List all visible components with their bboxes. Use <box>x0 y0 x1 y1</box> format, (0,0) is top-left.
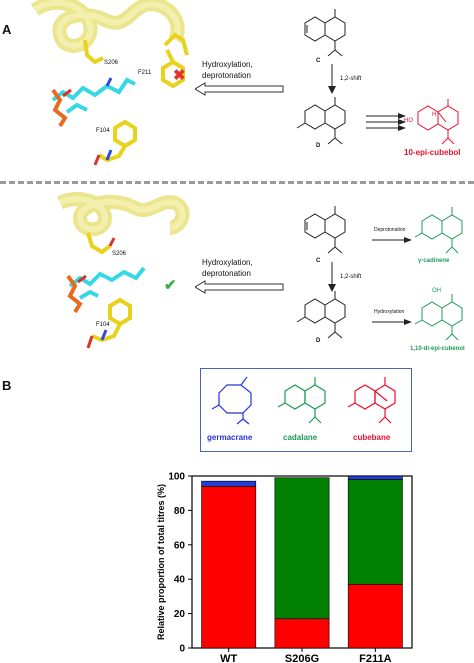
reaction-text-top-1: Hydroxylation, <box>202 60 253 69</box>
reaction-arrow-top <box>195 82 284 96</box>
bar-cubebane-F211A <box>347 584 403 649</box>
bar-cadalane-S206G <box>274 477 330 620</box>
product-cubebol-structure <box>417 99 459 145</box>
hydroxylation-label: Hydroxylation <box>374 309 405 315</box>
shift-arrow-bottom <box>328 262 336 292</box>
y-tick-label: 0 <box>179 644 185 655</box>
molecule-c-bottom <box>304 206 346 254</box>
product-label-cadinene: γ-cadinene <box>418 258 450 264</box>
x-tick-label: F211A <box>359 653 391 662</box>
molecule-d-top <box>296 97 346 145</box>
hydroxylation-arrow <box>372 319 412 325</box>
cadalane-skeleton <box>277 377 326 424</box>
protein-structure-bottom <box>56 192 190 349</box>
cubebane-skeleton <box>347 377 396 424</box>
germacrane-skeleton <box>211 376 252 425</box>
shift-label-top: 1,2-shift <box>340 76 362 82</box>
y-axis-label: Relative proportion of total titres (%) <box>156 484 166 640</box>
product-ho-label: HO <box>404 118 413 124</box>
reaction-text-bottom-1: Hydroxylation, <box>202 258 253 267</box>
deprotonation-arrow <box>372 237 412 243</box>
product-oh-label: OH <box>432 288 441 294</box>
deprotonation-label: Deprotonation <box>374 227 406 233</box>
molecule-label-d-top: D <box>316 143 321 149</box>
legend-cubebane: cubebane <box>353 433 391 442</box>
residue-label-s206-bottom: S206 <box>112 251 127 257</box>
product-cubenol-structure <box>414 294 463 341</box>
bar-germacrane-WT <box>201 480 257 487</box>
y-tick-label: 60 <box>174 540 186 551</box>
product-h-label: H <box>432 112 437 118</box>
legend-cadalane: cadalane <box>283 433 318 442</box>
molecule-c-top <box>304 9 346 57</box>
panel-a-label: A <box>2 22 12 37</box>
molecule-label-c-bottom: C <box>316 258 321 264</box>
reaction-arrow-bottom <box>195 280 284 294</box>
product-cadinene-structure <box>414 207 463 254</box>
molecule-label-d-bottom: D <box>316 338 321 344</box>
product-label-cubenol: 1,10-di-epi-cubenol <box>410 346 465 352</box>
y-tick-label: 20 <box>174 609 186 620</box>
molecule-d-bottom <box>296 291 346 339</box>
bar-cubebane-S206G <box>274 618 330 649</box>
residue-label-f211-top: F211 <box>138 70 152 76</box>
multi-step-arrows-top <box>366 113 406 131</box>
outcome-check-icon: ✔ <box>164 277 177 294</box>
bar-cadalane-F211A <box>347 479 403 585</box>
product-label-cubebol: 10-epi-cubebol <box>404 148 461 157</box>
shift-arrow-top <box>328 64 336 94</box>
outcome-cross-icon: ✖ <box>173 67 186 84</box>
protein-structure-top <box>30 0 189 166</box>
x-tick-label: S206G <box>285 653 319 662</box>
section-divider <box>0 181 474 184</box>
bar-germacrane-F211A <box>347 475 403 480</box>
y-tick-label: 100 <box>168 472 185 483</box>
x-tick-label: WT <box>220 653 237 662</box>
shift-label-bottom: 1,2-shift <box>340 274 362 280</box>
y-tick-label: 80 <box>174 506 186 517</box>
residue-label-f104-top: F104 <box>96 128 110 134</box>
molecule-label-c-top: C <box>316 58 321 64</box>
y-tick-label: 40 <box>174 575 186 586</box>
reaction-text-top-2: deprotonation <box>202 71 251 80</box>
reaction-text-bottom-2: deprotonation <box>202 269 251 278</box>
bar-cubebane-WT <box>201 486 257 649</box>
panel-b-label: B <box>2 378 12 393</box>
legend-germacrane: germacrane <box>207 433 253 442</box>
residue-label-f104-bottom: F104 <box>96 322 110 328</box>
residue-label-s206-top: S206 <box>104 60 119 66</box>
skeleton-legend: germacrane cadalane cubebane <box>200 368 412 452</box>
